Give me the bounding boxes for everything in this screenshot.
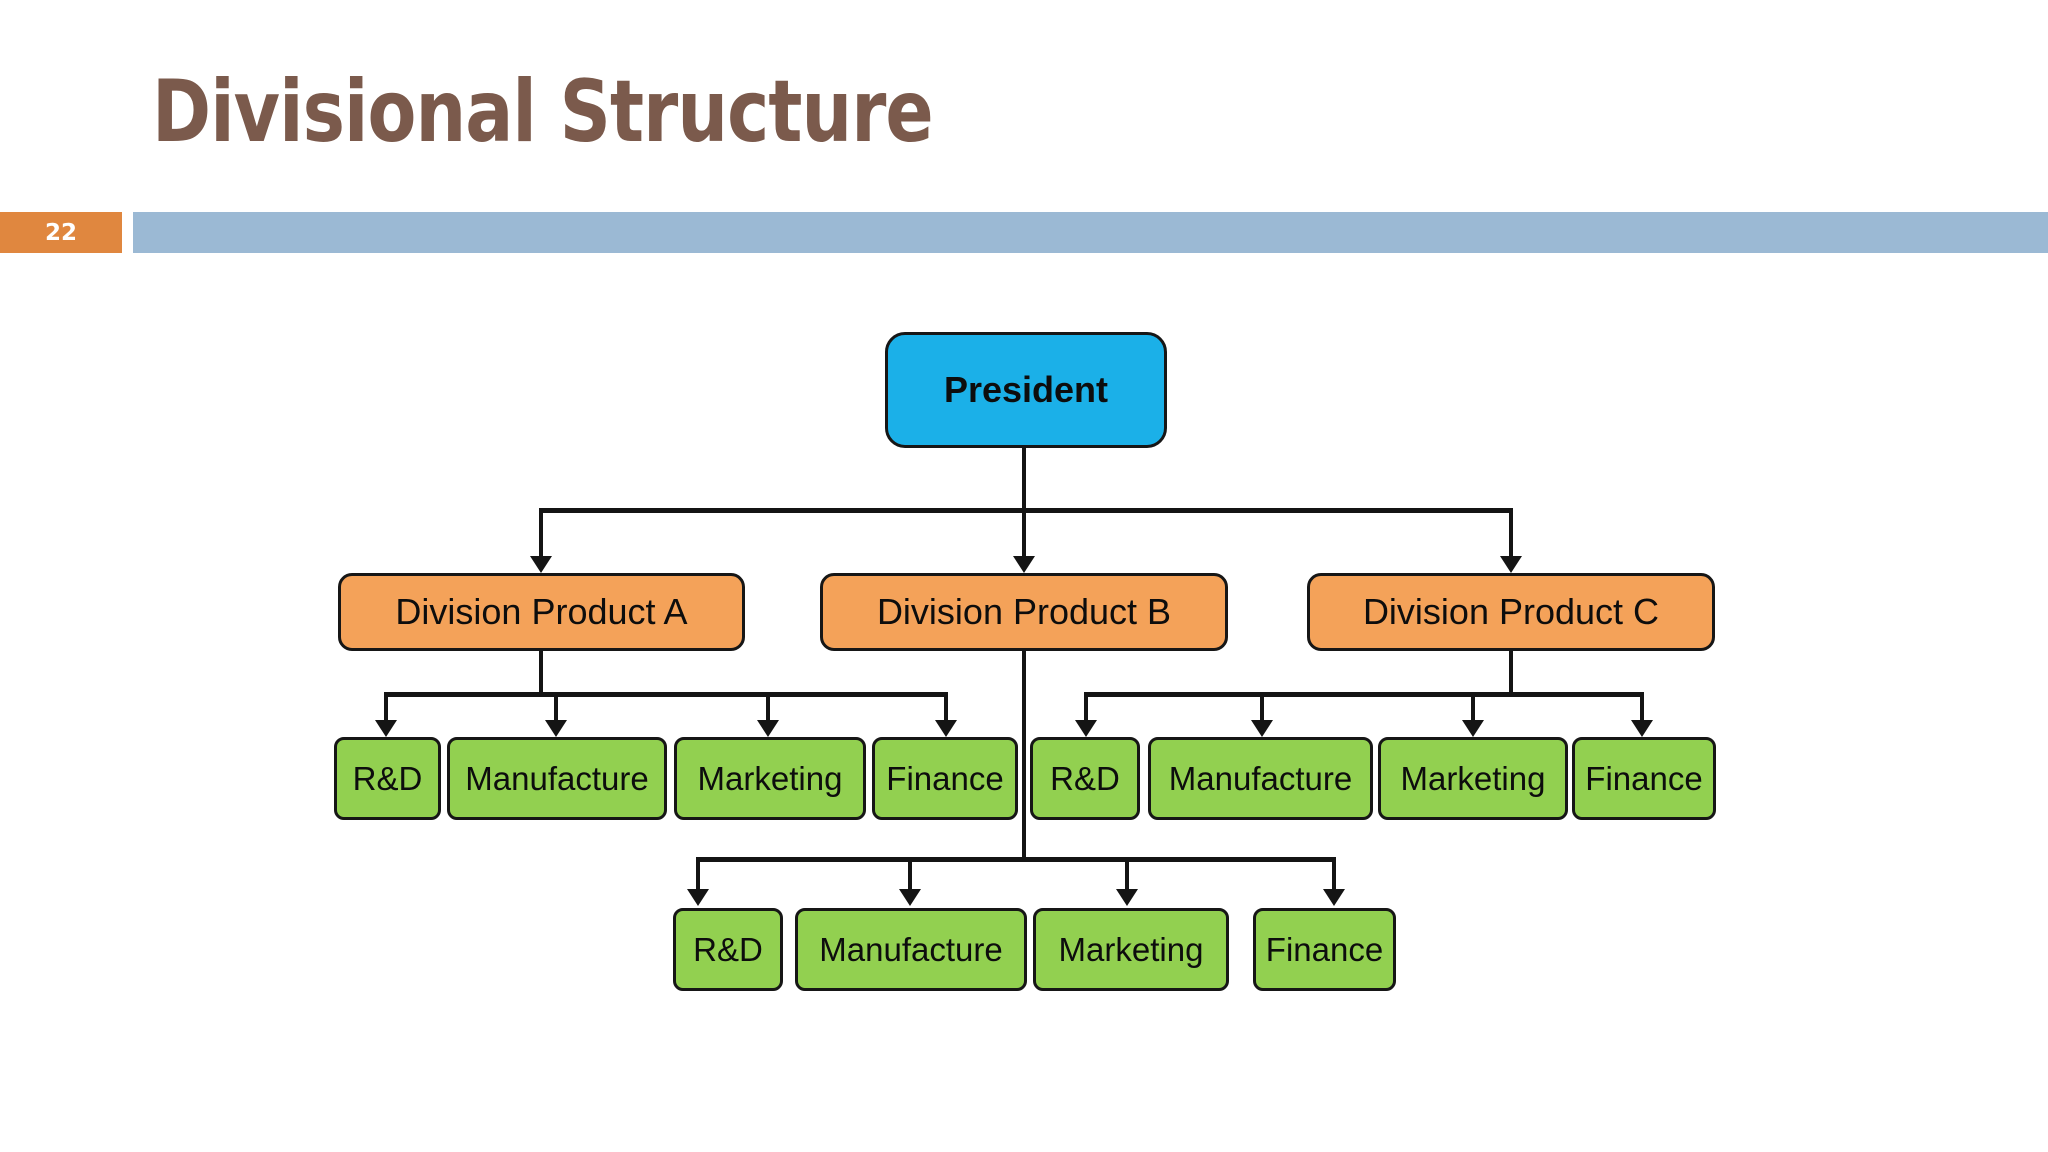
node-division-b-manufacture[interactable]: Manufacture — [795, 908, 1027, 991]
node-division-a-finance[interactable]: Finance — [872, 737, 1018, 820]
edge-division-a-to-rd — [384, 692, 388, 720]
edge-division-a-to-marketing — [766, 692, 770, 720]
arrow-president-to-division-b — [1013, 556, 1035, 573]
arrow-division-b-to-finance — [1323, 889, 1345, 906]
arrow-division-a-to-marketing — [757, 720, 779, 737]
header-rule — [133, 212, 2048, 253]
edge-division-b-to-marketing — [1125, 857, 1129, 889]
edge-division-c-to-finance — [1640, 692, 1644, 720]
arrow-division-c-to-rd — [1075, 720, 1097, 737]
page-title: Divisional Structure — [152, 62, 934, 162]
edge-division-a-bar-ext — [766, 692, 948, 697]
arrow-division-a-to-rd — [375, 720, 397, 737]
arrow-division-b-to-manufacture — [899, 889, 921, 906]
edge-division-a-to-manufacture — [554, 692, 558, 720]
edge-president-to-division-b — [1022, 508, 1026, 556]
node-division-product-c[interactable]: Division Product C — [1307, 573, 1715, 651]
node-division-b-finance[interactable]: Finance — [1253, 908, 1396, 991]
arrow-division-b-to-marketing — [1116, 889, 1138, 906]
edge-division-c-to-marketing — [1471, 692, 1475, 720]
arrow-president-to-division-c — [1500, 556, 1522, 573]
edge-division-b-to-manufacture — [908, 857, 912, 889]
edge-president-bar — [539, 508, 1513, 513]
edge-division-a-bar — [384, 692, 772, 697]
edge-division-a-trunk — [539, 651, 543, 695]
node-division-b-rd[interactable]: R&D — [673, 908, 783, 991]
node-division-a-manufacture[interactable]: Manufacture — [447, 737, 667, 820]
edge-division-b-trunk — [1022, 651, 1026, 860]
edge-division-a-to-finance — [944, 692, 948, 720]
edge-division-c-to-manufacture — [1260, 692, 1264, 720]
node-division-product-b[interactable]: Division Product B — [820, 573, 1228, 651]
arrow-division-a-to-finance — [935, 720, 957, 737]
arrow-division-c-to-marketing — [1462, 720, 1484, 737]
edge-division-c-to-rd — [1084, 692, 1088, 720]
arrow-division-a-to-manufacture — [545, 720, 567, 737]
edge-division-b-bar — [696, 857, 1336, 862]
edge-division-c-bar — [1084, 692, 1644, 697]
edge-division-b-to-rd — [696, 857, 700, 889]
arrow-division-b-to-rd — [687, 889, 709, 906]
node-division-c-rd[interactable]: R&D — [1030, 737, 1140, 820]
node-division-b-marketing[interactable]: Marketing — [1033, 908, 1229, 991]
node-division-c-manufacture[interactable]: Manufacture — [1148, 737, 1373, 820]
node-president[interactable]: President — [885, 332, 1167, 448]
edge-president-to-division-c — [1509, 508, 1513, 556]
slide-number-badge: 22 — [0, 212, 122, 253]
node-division-a-marketing[interactable]: Marketing — [674, 737, 866, 820]
edge-president-trunk — [1022, 448, 1026, 512]
edge-division-c-trunk — [1509, 651, 1513, 695]
node-division-c-finance[interactable]: Finance — [1572, 737, 1716, 820]
node-division-c-marketing[interactable]: Marketing — [1378, 737, 1568, 820]
arrow-division-c-to-finance — [1631, 720, 1653, 737]
node-division-a-rd[interactable]: R&D — [334, 737, 441, 820]
arrow-president-to-division-a — [530, 556, 552, 573]
node-division-product-a[interactable]: Division Product A — [338, 573, 745, 651]
edge-division-b-to-finance — [1332, 857, 1336, 889]
arrow-division-c-to-manufacture — [1251, 720, 1273, 737]
edge-president-to-division-a — [539, 508, 543, 556]
